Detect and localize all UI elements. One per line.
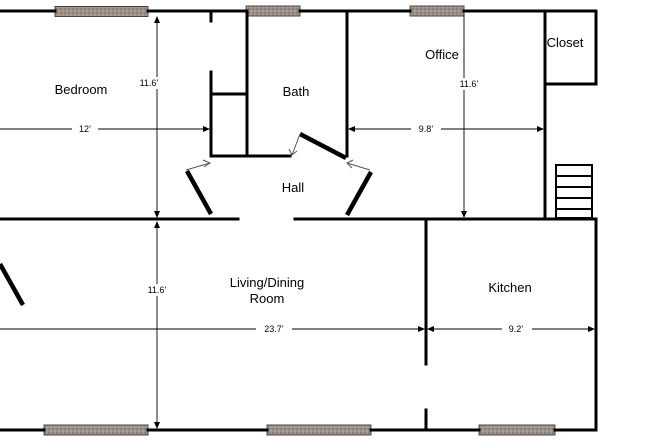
dimension-labels: 11.6’ 12’ 11.6’ 9.8’ 11.6’ 23.7’ 9.2’	[72, 77, 532, 335]
office-door	[345, 170, 373, 217]
dimension-lines	[0, 14, 595, 429]
closet-label: Closet	[547, 35, 584, 50]
office-label: Office	[425, 47, 459, 62]
kitchen-window	[478, 424, 556, 436]
living-door	[0, 262, 25, 307]
office-window	[409, 5, 465, 17]
living-dining-label-line2: Room	[250, 291, 285, 306]
walls	[0, 9, 598, 432]
bedroom-window	[54, 6, 149, 17]
bath-door	[298, 132, 348, 160]
living-window-left	[43, 424, 149, 436]
bedroom-label: Bedroom	[55, 82, 108, 97]
office-height-label: 11.6’	[460, 79, 479, 89]
hall-label: Hall	[282, 180, 305, 195]
bedroom-height-label: 11.6’	[140, 78, 159, 88]
living-window-center	[266, 424, 372, 436]
office-width-label: 9.8’	[419, 124, 434, 134]
room-labels: Bedroom Bath Office Closet Hall Living/D…	[55, 35, 584, 306]
living-dining-label-line1: Living/Dining	[230, 275, 304, 290]
bedroom-door	[185, 169, 213, 216]
doors	[0, 132, 373, 307]
kitchen-width-label: 9.2’	[509, 324, 524, 334]
living-width-label: 23.7’	[264, 324, 284, 334]
stairs	[555, 164, 593, 219]
kitchen-label: Kitchen	[488, 280, 531, 295]
bedroom-width-label: 12’	[79, 124, 91, 134]
bath-label: Bath	[283, 84, 310, 99]
living-height-label: 11.6’	[148, 285, 167, 295]
bath-window	[245, 5, 301, 17]
